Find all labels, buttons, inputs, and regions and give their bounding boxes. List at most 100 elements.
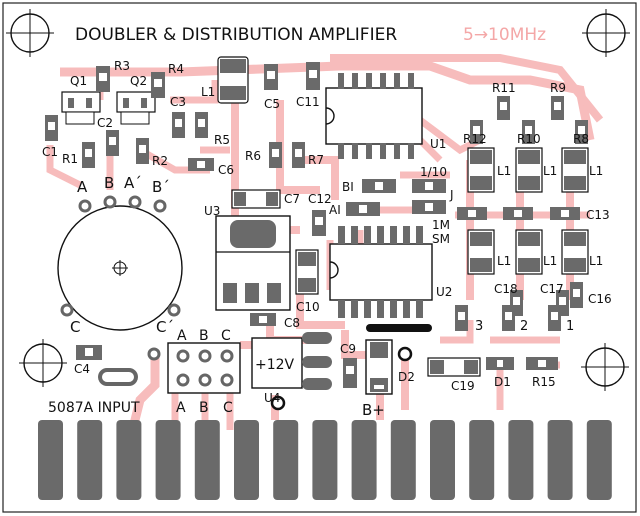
label-l1-r1: L1 [497,164,511,178]
diode-d2 [365,339,413,395]
label-bi: BI [342,180,354,194]
label-c1: C1 [42,145,58,159]
smd-components [45,62,588,388]
mounting-hole-bl [19,339,67,387]
label-c3: C3 [170,95,186,109]
label-l1-top: L1 [201,85,215,99]
edge-connector-finger [77,420,103,500]
ic-u1 [325,73,423,159]
edge-connector-finger [38,420,63,500]
port-label-b-prime: B´ [152,178,170,196]
header-bottom-b: B [199,400,209,416]
label-c18: C18 [494,282,518,296]
label-out2: 2 [520,319,528,334]
label-c9: C9 [340,342,356,356]
transistor-q1 [61,91,101,125]
label-u2: U2 [436,285,452,299]
mounting-hole-tr [582,9,630,57]
label-r1: R1 [62,152,78,166]
label-c19: C19 [451,379,475,393]
label-r10: R10 [517,132,541,146]
label-1m: 1M [432,218,450,232]
label-r4: R4 [168,62,184,76]
mounting-hole-br [581,343,629,391]
label-l1-r2: L1 [543,164,557,178]
edge-connector-finger [155,420,181,500]
label-r9: R9 [550,81,566,95]
label-q2: Q2 [130,74,147,88]
label-c7: C7 [284,192,300,206]
header-bottom-c: C [223,400,233,416]
label-r6: R6 [245,149,261,163]
label-l1-r6: L1 [589,254,603,268]
label-r7: R7 [308,153,324,167]
port-label-a-prime: A´ [124,174,142,192]
edge-connector-finger [508,420,534,500]
edge-connector-finger [234,420,259,500]
bplus-label: B+ [362,401,385,419]
header-bottom-a: A [176,400,186,416]
port-label-b: B [104,174,114,192]
label-c6: C6 [218,163,234,177]
edge-connector-finger [312,420,338,500]
port-label-a: A [77,178,88,196]
frequency-label: 5→10MHz [463,25,546,45]
edge-connector-finger [586,420,612,500]
label-q1: Q1 [70,74,87,88]
label-r8: R8 [573,132,589,146]
label-div: 1/10 [420,165,447,179]
label-u3: U3 [204,204,220,218]
edge-connector-finger [351,420,377,500]
ic-u2 [329,226,433,332]
label-r15: R15 [532,375,556,389]
port-pads [60,195,181,361]
label-c12: C12 [308,192,332,206]
label-r11: R11 [492,81,516,95]
silkscreen-labels: Q1 Q2 R3 R4 L1 C5 C11 U1 R11 R9 R12 R10 … [42,59,612,419]
label-c2: C2 [97,116,113,130]
label-out1: 1 [566,319,574,334]
inductor-array [467,147,589,275]
label-l1-r3: L1 [589,164,603,178]
label-d2: D2 [398,370,415,384]
port-label-c-prime: C´ [156,318,174,336]
edge-connector-finger [469,420,495,500]
label-c16: C16 [588,292,612,306]
label-c8: C8 [284,316,300,330]
label-out3: 3 [475,319,483,334]
voltage-label: +12V [255,357,295,373]
label-j: J [449,188,454,202]
edge-connector [38,420,612,500]
label-r12: R12 [463,132,487,146]
board-title: DOUBLER & DISTRIBUTION AMPLIFIER [75,25,397,45]
label-c17: C17 [540,282,564,296]
regulator-u4 [251,332,332,411]
label-c13: C13 [586,208,610,222]
header-top-a: A [177,328,187,344]
label-c4: C4 [74,362,90,376]
label-l1-r5: L1 [543,254,557,268]
inductor-l1-top [217,56,249,104]
label-r3: R3 [114,59,130,73]
label-r5: R5 [214,133,230,147]
label-u1: U1 [430,137,446,151]
edge-connector-finger [116,420,142,500]
label-r2: R2 [152,154,168,168]
label-c10: C10 [296,300,320,314]
label-d1: D1 [494,375,511,389]
edge-connector-finger [430,420,455,500]
slot-pad [98,368,138,386]
label-ai: AI [329,203,341,217]
edge-connector-finger [547,420,573,500]
edge-connector-finger [390,420,416,500]
potentiometer [57,205,183,331]
transistor-q2 [116,91,156,125]
header-top-b: B [199,328,209,344]
label-u4: U4 [264,391,280,405]
regulator-u3 [215,215,291,311]
label-c11: C11 [296,95,320,109]
header-abc [167,342,241,394]
edge-connector-finger [194,420,220,500]
mounting-hole-tl [6,9,54,57]
